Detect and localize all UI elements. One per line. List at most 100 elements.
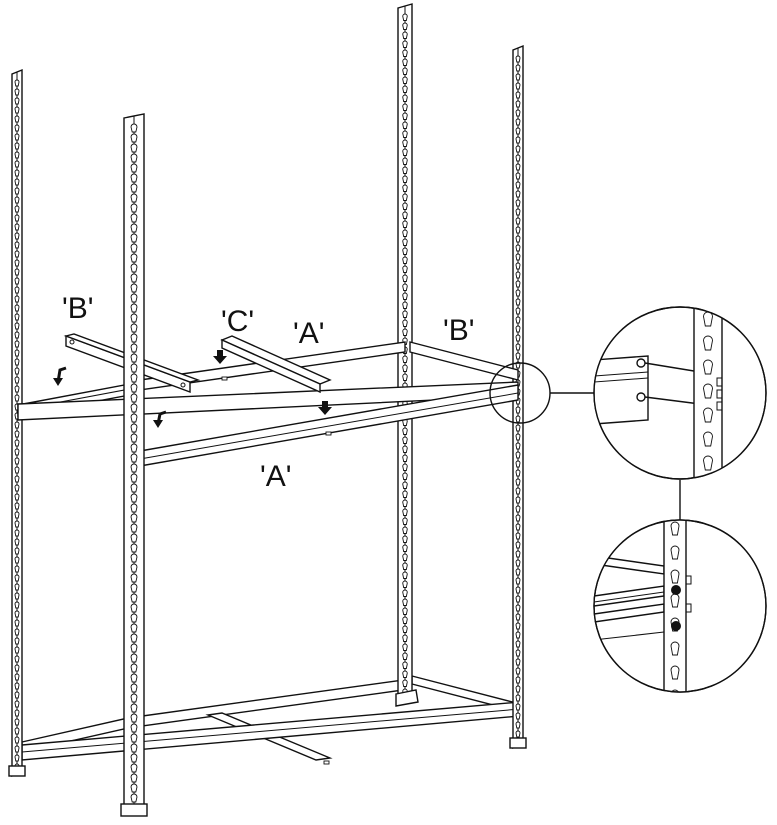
- keyhole-slot: [402, 130, 408, 138]
- keyhole-slot: [402, 499, 408, 507]
- keyhole-slot: [130, 193, 138, 203]
- keyhole-slot: [402, 229, 408, 237]
- keyhole-slot: [14, 610, 20, 618]
- keyhole-slot: [130, 713, 138, 723]
- keyhole-slot: [515, 658, 521, 666]
- keyhole-slot: [402, 193, 408, 201]
- keyhole-slot: [515, 523, 521, 531]
- upright-back-right: [395, 3, 419, 707]
- loose-center-support-c: [220, 335, 332, 394]
- keyhole-slot: [515, 217, 521, 225]
- keyhole-slot: [130, 783, 138, 793]
- keyhole-slot: [130, 703, 138, 713]
- keyhole-slot: [515, 55, 521, 63]
- keyhole-slot: [703, 455, 713, 471]
- keyhole-slot: [515, 433, 521, 441]
- keyhole-slot: [14, 583, 20, 591]
- keyhole-slot: [515, 622, 521, 630]
- keyhole-slot: [515, 91, 521, 99]
- keyhole-slot: [14, 349, 20, 357]
- keyhole-slot: [130, 253, 138, 263]
- curved-arrow-icon: [53, 366, 67, 386]
- keyhole-slot: [14, 727, 20, 735]
- keyhole-slot: [515, 541, 521, 549]
- keyhole-slot: [703, 359, 713, 375]
- keyhole-slot: [14, 160, 20, 168]
- keyhole-slot: [130, 683, 138, 693]
- keyhole-slot: [130, 383, 138, 393]
- keyhole-slot: [402, 364, 408, 372]
- keyhole-slot: [130, 433, 138, 443]
- keyhole-slot: [130, 163, 138, 173]
- keyhole-slot: [402, 31, 408, 39]
- keyhole-slot: [130, 663, 138, 673]
- keyhole-slot: [402, 112, 408, 120]
- keyhole-slot: [402, 463, 408, 471]
- keyhole-slot: [703, 407, 713, 423]
- keyhole-slot: [14, 394, 20, 402]
- keyhole-slot: [402, 643, 408, 651]
- keyhole-slot: [515, 163, 521, 171]
- keyhole-slot: [14, 133, 20, 141]
- keyhole-slot: [130, 603, 138, 613]
- bottom-frame: [21, 675, 521, 765]
- keyhole-slot: [515, 604, 521, 612]
- keyhole-slot: [402, 49, 408, 57]
- keyhole-slot: [14, 718, 20, 726]
- keyhole-slot: [14, 646, 20, 654]
- keyhole-slot: [14, 214, 20, 222]
- beam-slot: [325, 431, 332, 436]
- keyhole-slot: [402, 301, 408, 309]
- keyhole-slot: [402, 13, 408, 21]
- keyhole-slot: [515, 586, 521, 594]
- keyhole-slot: [515, 703, 521, 711]
- keyhole-slot: [14, 205, 20, 213]
- keyhole-slot: [130, 243, 138, 253]
- keyhole-slot: [515, 505, 521, 513]
- keyhole-slot: [515, 712, 521, 720]
- keyhole-slot: [130, 773, 138, 783]
- keyhole-slot: [130, 413, 138, 423]
- keyhole-slot: [130, 673, 138, 683]
- keyhole-slot: [402, 22, 408, 30]
- keyhole-slot: [130, 273, 138, 283]
- keyhole-slot: [515, 325, 521, 333]
- keyhole-slot: [515, 424, 521, 432]
- keyhole-slot: [402, 103, 408, 111]
- keyhole-slot: [402, 436, 408, 444]
- keyhole-slot: [14, 421, 20, 429]
- keyhole-slot: [130, 503, 138, 513]
- keyhole-slot: [14, 745, 20, 753]
- keyhole-slot: [14, 250, 20, 258]
- keyhole-slot: [130, 513, 138, 523]
- keyhole-slot: [130, 623, 138, 633]
- keyhole-slot: [515, 298, 521, 306]
- keyhole-slot: [704, 480, 713, 494]
- keyhole-slot: [402, 40, 408, 48]
- keyhole-slot: [14, 124, 20, 132]
- keyhole-slot: [515, 514, 521, 522]
- keyhole-slot: [130, 553, 138, 563]
- middle-frame: [17, 341, 519, 467]
- keyhole-slot: [14, 151, 20, 159]
- keyhole-slot: [130, 313, 138, 323]
- keyhole-slot: [402, 562, 408, 570]
- keyhole-slot: [515, 577, 521, 585]
- keyhole-slot: [130, 263, 138, 273]
- keyhole-slot: [402, 517, 408, 525]
- keyhole-slot: [515, 190, 521, 198]
- keyhole-slot: [14, 619, 20, 627]
- keyhole-slot: [130, 143, 138, 153]
- keyhole-slot: [14, 367, 20, 375]
- keyhole-slot: [14, 169, 20, 177]
- keyhole-slot: [402, 319, 408, 327]
- keyhole-slot: [14, 664, 20, 672]
- keyhole-slot: [130, 793, 138, 803]
- keyhole-slot: [515, 73, 521, 81]
- curved-arrow-icon: [153, 410, 167, 428]
- keyhole-slot: [515, 100, 521, 108]
- keyhole-slot: [402, 490, 408, 498]
- keyhole-slot: [515, 352, 521, 360]
- keyhole-slot: [14, 520, 20, 528]
- keyhole-slot: [402, 625, 408, 633]
